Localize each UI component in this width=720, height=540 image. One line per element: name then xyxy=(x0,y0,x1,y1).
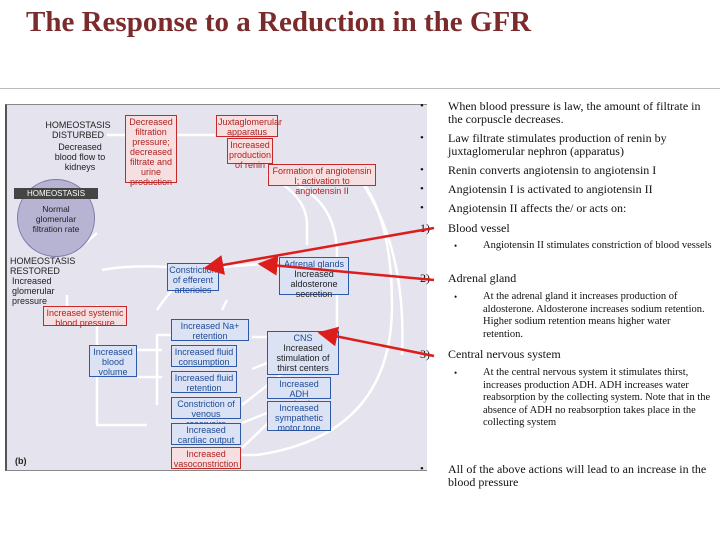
bullet-marker: • xyxy=(420,164,424,176)
item-number: 3) xyxy=(420,347,430,361)
item-text: Angiotensin II affects the/ or acts on: xyxy=(448,201,627,215)
bullet-marker: • xyxy=(420,202,424,214)
bullet-marker: • xyxy=(454,241,458,251)
bullet-marker: • xyxy=(420,132,424,144)
venous-reservoirs-box: Constriction of venous reservoirs xyxy=(171,397,241,429)
cns-box: CNS Increased stimulation of thirst cent… xyxy=(267,331,339,375)
fluid-retention-box: Increased fluid retention xyxy=(171,371,237,393)
item-text: Blood vessel xyxy=(448,221,510,235)
item-number: 1) xyxy=(420,221,430,235)
homeostasis-circle: HOMEOSTASIS Normal glomerular filtration… xyxy=(14,179,98,257)
sub-item-text: Angiotensin II stimulates constriction o… xyxy=(483,240,712,251)
adrenal-text: Increased aldosterone secretion xyxy=(290,269,338,299)
homeostasis-text: Normal glomerular filtration rate xyxy=(32,204,80,234)
na-retention-box: Increased Na+ retention xyxy=(171,319,249,341)
blood-volume-box: Increased blood volume xyxy=(89,345,137,377)
item-text: Adrenal gland xyxy=(448,271,517,285)
homeostasis-restored-title: HOMEOSTASIS RESTORED xyxy=(10,256,76,276)
renin-box: Increased production of renin xyxy=(227,138,273,170)
fluid-consumption-box: Increased fluid consumption xyxy=(171,345,237,367)
bullet-marker: • xyxy=(454,368,458,378)
jga-box: Juxtaglomerular apparatus (JGA) xyxy=(216,115,283,147)
item-text: Law filtrate stimulates production of re… xyxy=(448,131,667,158)
adrenal-title: Adrenal glands xyxy=(283,259,345,269)
decreased-blood-flow-text: Decreased blood flow to kidneys xyxy=(54,142,106,172)
adrenal-box: Adrenal glands Increased aldosterone sec… xyxy=(279,257,349,299)
homeostasis-title: HOMEOSTASIS xyxy=(14,188,98,199)
angiotensin-box: Formation of angiotensin I; activation t… xyxy=(268,164,376,196)
item-number: 2) xyxy=(420,271,430,285)
sub-item-text: At the central nervous system it stimula… xyxy=(483,367,711,428)
bullet-marker: • xyxy=(420,463,424,475)
systemic-pressure-box: Increased systemic blood pressure xyxy=(43,306,127,328)
bullet-marker: • xyxy=(420,100,424,112)
sub-item-text: At the adrenal gland it increases produc… xyxy=(483,291,705,340)
cardiac-output-box: Increased cardiac output xyxy=(171,423,241,445)
cns-title: CNS xyxy=(293,333,313,343)
bullet-marker: • xyxy=(454,292,458,302)
item-text: Central nervous system xyxy=(448,347,561,361)
efferent-constriction-box: Constriction of efferent arterioles xyxy=(167,263,219,295)
panel-label: (b) xyxy=(15,456,27,466)
slide-title: The Response to a Reduction in the GFR xyxy=(26,6,532,38)
vasoconstriction-box: Increased vasoconstriction xyxy=(171,447,241,469)
decreased-filtration-box: Decreased filtration pressure; decreased… xyxy=(125,115,177,187)
item-text: Renin converts angiotensin to angiotensi… xyxy=(448,163,657,177)
item-text: All of the above actions will lead to an… xyxy=(448,462,707,489)
gfr-flow-diagram: HOMEOSTASIS DISTURBED Decreased blood fl… xyxy=(5,104,427,471)
item-text: When blood pressure is law, the amount o… xyxy=(448,99,701,126)
homeostasis-restored-text: Increased glomerular pressure xyxy=(12,276,55,306)
adh-box: Increased ADH production xyxy=(267,377,331,409)
homeostasis-disturbed-title: HOMEOSTASIS DISTURBED xyxy=(45,120,111,140)
title-divider xyxy=(0,88,720,89)
cns-text: Increased stimulation of thirst centers xyxy=(276,343,330,373)
sympathetic-tone-box: Increased sympathetic motor tone xyxy=(267,401,331,433)
item-text: Angiotensin I is activated to angiotensi… xyxy=(448,182,653,196)
bullet-marker: • xyxy=(420,183,424,195)
